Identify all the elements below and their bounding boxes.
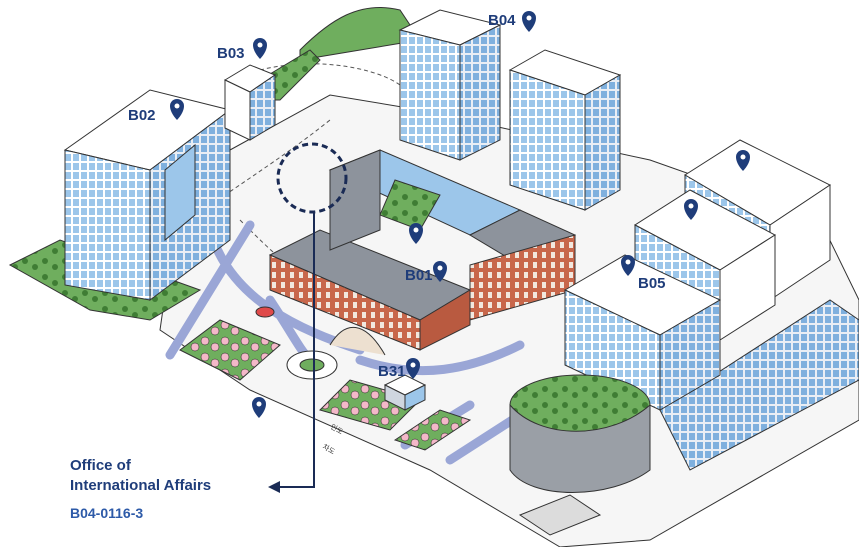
park-southeast: [393, 409, 472, 451]
rotunda-building: [509, 374, 651, 536]
building-b02: [8, 89, 232, 321]
location-pin-icon[interactable]: [253, 38, 267, 59]
label-b04: B04: [488, 12, 516, 29]
leader-line: [278, 212, 315, 488]
label-b02: B02: [128, 107, 156, 124]
office-room-code: B04-0116-3: [70, 505, 144, 521]
office-name-line1: Office of: [70, 457, 131, 474]
location-pin-icon[interactable]: [433, 261, 447, 282]
location-pins: [170, 11, 750, 418]
label-b05: B05: [638, 275, 666, 292]
building-b01: [268, 149, 577, 356]
office-highlight-circle: [276, 142, 348, 214]
location-pin-icon[interactable]: [406, 358, 420, 379]
location-pin-icon[interactable]: [522, 11, 536, 32]
location-pin-icon[interactable]: [621, 255, 635, 276]
park-west: [179, 319, 281, 381]
location-pin-icon[interactable]: [409, 223, 423, 244]
building-b31: [383, 374, 427, 411]
building-b04: [398, 9, 622, 211]
location-pin-icon[interactable]: [736, 150, 750, 171]
hill: [299, 6, 421, 61]
road-label-roadway: 차도: [321, 442, 337, 457]
location-pin-icon[interactable]: [170, 99, 184, 120]
office-name: Office of International Affairs: [70, 456, 270, 496]
label-b31: B31: [378, 363, 406, 380]
building-b05: [563, 254, 722, 411]
star-pin-icon[interactable]: [252, 397, 266, 418]
arrow-left-icon: [268, 481, 280, 493]
pin-dots: [174, 15, 746, 407]
roundabout: [255, 306, 338, 380]
building-b03: [223, 49, 321, 141]
office-name-line2: International Affairs: [70, 477, 212, 494]
label-b03: B03: [217, 45, 245, 62]
location-pin-icon[interactable]: [684, 199, 698, 220]
label-b01: B01: [405, 267, 433, 284]
